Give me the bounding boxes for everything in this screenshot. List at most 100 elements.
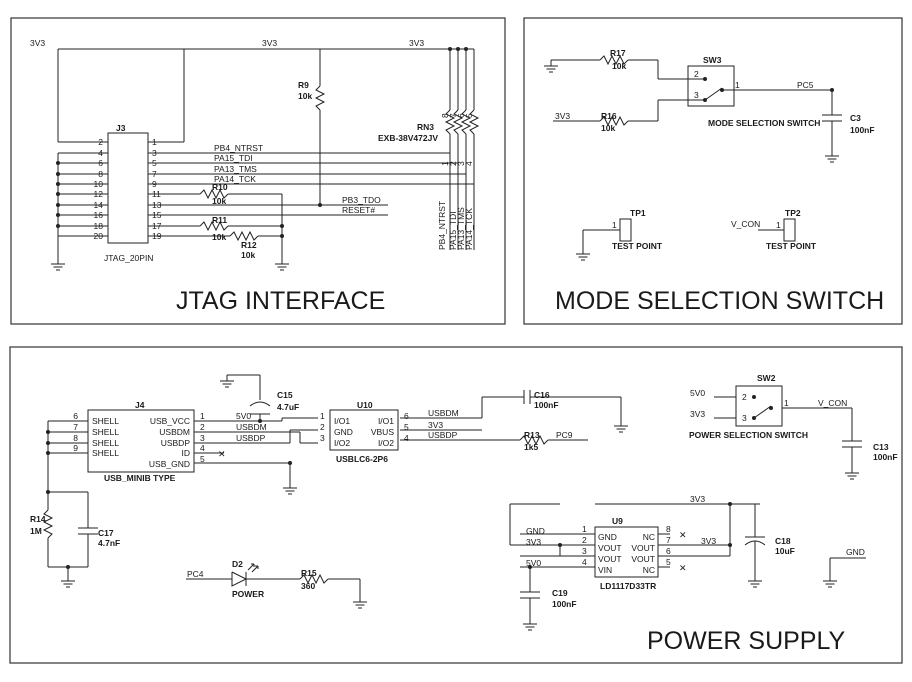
junction-dot [56, 213, 60, 217]
j3-pin-8: 8 [98, 169, 103, 179]
r12-ref: R12 [241, 240, 257, 250]
c18-value: 10uF [775, 546, 795, 556]
r9-ref: R9 [298, 80, 309, 90]
r17-value: 10k [612, 61, 626, 71]
j4-pin-3: 3 [200, 433, 205, 443]
u10-left-gnd: GND [334, 427, 353, 437]
power-frame [9, 346, 903, 664]
sw2-pin-1: 1 [784, 398, 789, 408]
c16-ref: C16 [534, 390, 550, 400]
c19-ref: C19 [552, 588, 568, 598]
net-3v3-label: 3V3 [30, 38, 45, 48]
tp2-pin: 1 [776, 220, 781, 230]
tp1-pin: 1 [612, 220, 617, 230]
sw3-ref: SW3 [703, 55, 722, 65]
net-3v3-label: 3V3 [690, 494, 705, 504]
tp1-test-point [619, 218, 632, 242]
net-5v0-label: 5V0 [236, 411, 251, 421]
junction-dot [830, 88, 834, 92]
r12-value: 10k [241, 250, 255, 260]
rn3-pin-5: 5 [464, 113, 474, 118]
tp2-test-point [783, 218, 796, 242]
j4-shell-label: SHELL [92, 427, 119, 437]
j4-ref: J4 [135, 400, 145, 410]
j4-shell-label: SHELL [92, 448, 119, 458]
u9-pin-2: 2 [582, 535, 587, 545]
c16-value: 100nF [534, 400, 559, 410]
u9-pin-8: 8 [666, 524, 671, 534]
rn3-net-pa13-tms: PA13_TMS [456, 207, 466, 250]
net-pc5-label: PC5 [797, 80, 814, 90]
r13-value: 1k5 [524, 442, 538, 452]
net-usbdm-label: USBDM [428, 408, 459, 418]
signal-pb4-ntrst: PB4_NTRST [214, 143, 263, 153]
r14-value: 1M [30, 526, 42, 536]
junction-dot [728, 502, 732, 506]
sw2-switch-body [735, 385, 783, 427]
j4-pin-6: 6 [73, 411, 78, 421]
junction-dot [258, 419, 262, 423]
u10-right-io1: I/O1 [378, 416, 394, 426]
sw3-lever [704, 87, 723, 101]
u9-left-gnd: GND [598, 532, 617, 542]
u10-pin-5: 5 [404, 422, 409, 432]
u9-pin-3: 3 [582, 546, 587, 556]
rn3-pin-4: 4 [464, 161, 474, 166]
sw3-pin-1: 1 [735, 80, 740, 90]
net-usbdp-label: USBDP [428, 430, 458, 440]
j3-pin-2: 2 [98, 137, 103, 147]
rn3-net-pa15-tdi: PA15_TDI [448, 211, 458, 250]
u9-pin-6: 6 [666, 546, 671, 556]
c15-ref: C15 [277, 390, 293, 400]
net-pc9-label: PC9 [556, 430, 573, 440]
no-connect-mark: ✕ [218, 449, 226, 459]
j3-pin-12: 12 [94, 189, 104, 199]
net-3v3-label: 3V3 [555, 111, 570, 121]
mode-section-title: MODE SELECTION SWITCH [555, 287, 884, 315]
signal-pa13-tms: PA13_TMS [214, 164, 257, 174]
j3-pin-6: 6 [98, 158, 103, 168]
junction-dot [56, 203, 60, 207]
u10-right-vbus: VBUS [371, 427, 394, 437]
d2-ref: D2 [232, 559, 243, 569]
u9-right-vout: VOUT [631, 554, 655, 564]
sw2-name: POWER SELECTION SWITCH [689, 430, 808, 440]
u9-left-vout: VOUT [598, 543, 622, 553]
junction-dot [56, 224, 60, 228]
power-section-title: POWER SUPPLY [647, 627, 846, 655]
r16-ref: R16 [601, 111, 617, 121]
j3-pin-15: 15 [152, 210, 162, 220]
sw2-pin-3: 3 [742, 413, 747, 423]
net-usbdp-label: USBDP [236, 433, 266, 443]
net-3v3-label: 3V3 [262, 38, 277, 48]
c18-ref: C18 [775, 536, 791, 546]
u10-pin-3: 3 [320, 433, 325, 443]
led-light-arrows [247, 563, 259, 573]
r9-value: 10k [298, 91, 312, 101]
net-5v0-label: 5V0 [690, 388, 705, 398]
junction-dot [280, 224, 284, 228]
sw2-lever [753, 405, 772, 419]
jtag-frame [10, 17, 506, 325]
r13-ref: R13 [524, 430, 540, 440]
junction-dot [558, 543, 562, 547]
rn3-pin-6: 6 [456, 113, 466, 118]
jtag-wiring [50, 48, 480, 271]
j3-pin-5: 5 [152, 158, 157, 168]
no-connect-mark: ✕ [679, 563, 687, 573]
r11-ref: R11 [212, 215, 227, 225]
u10-pin-2: 2 [320, 422, 325, 432]
junction-dot [728, 543, 732, 547]
signal-pb3-tdo: PB3_TDO [342, 195, 381, 205]
c13-value: 100nF [873, 452, 898, 462]
junction-dot [56, 182, 60, 186]
u10-right-io2: I/O2 [378, 438, 394, 448]
junction-dot [456, 47, 460, 51]
rn3-pin-1: 1 [440, 161, 450, 166]
r17-ref: R17 [610, 48, 626, 58]
net-3v3-label: 3V3 [701, 536, 716, 546]
j4-pin-5: 5 [200, 454, 205, 464]
j3-connector-body [107, 132, 149, 244]
signal-pa14-tck: PA14_TCK [214, 174, 256, 184]
